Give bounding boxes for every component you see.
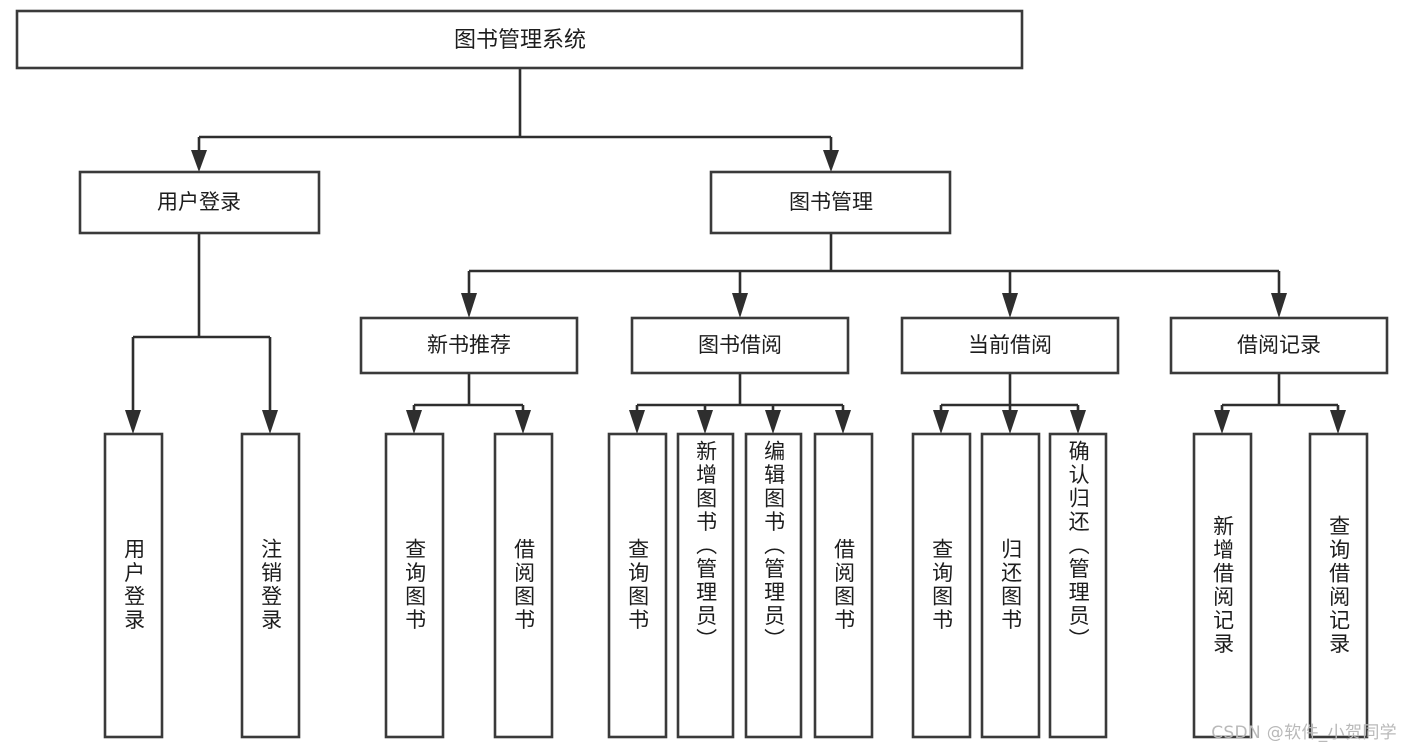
node-root-label: 图书管理系统: [454, 28, 586, 53]
node-leaf-1-box[interactable]: [103, 432, 164, 739]
arrowhead-leaf-1: [125, 410, 141, 434]
arrowhead-book-borrow: [732, 293, 748, 318]
node-user-login-label: 用户登录: [157, 190, 241, 214]
node-new-book-rec-label: 新书推荐: [427, 333, 511, 357]
node-book-manage-label: 图书管理: [789, 190, 873, 214]
node-leaf-6-box[interactable]: [676, 432, 735, 739]
arrowhead-leaf-9: [933, 410, 949, 434]
node-borrow-record-label: 借阅记录: [1237, 333, 1321, 357]
arrowhead-user-login: [191, 150, 207, 172]
node-root[interactable]: 图书管理系统: [15, 9, 1024, 70]
node-book-borrow-label: 图书借阅: [698, 333, 782, 357]
node-leaf-3-box[interactable]: [384, 432, 445, 739]
node-leaf-12-box[interactable]: [1192, 432, 1253, 739]
arrowhead-leaf-3: [406, 410, 422, 434]
connectors: [125, 68, 1346, 434]
node-leaf-8-box[interactable]: [813, 432, 874, 739]
arrowhead-borrow-record: [1271, 293, 1287, 318]
node-current-borrow-label: 当前借阅: [968, 333, 1052, 357]
node-book-manage-box[interactable]: [709, 170, 952, 235]
node-leaf-5-box[interactable]: [607, 432, 668, 739]
arrowhead-leaf-5: [629, 410, 645, 434]
node-current-borrow[interactable]: 当前借阅: [900, 316, 1120, 375]
node-leaf-2-box[interactable]: [240, 432, 301, 739]
arrowhead-leaf-12: [1214, 410, 1230, 434]
node-leaf-4-box[interactable]: [493, 432, 554, 739]
arrowhead-leaf-4: [515, 410, 531, 434]
node-leaf-13-box[interactable]: [1308, 432, 1369, 739]
leaf-boxes: [103, 432, 1369, 739]
arrowhead-leaf-2: [262, 410, 278, 434]
node-book-manage[interactable]: 图书管理: [709, 170, 952, 235]
arrowhead-leaf-13: [1330, 410, 1346, 434]
node-book-borrow[interactable]: 图书借阅: [630, 316, 850, 375]
arrowhead-book-manage: [823, 150, 839, 172]
node-leaf-10-box[interactable]: [980, 432, 1041, 739]
arrowhead-new-book-rec: [461, 293, 477, 318]
node-borrow-record[interactable]: 借阅记录: [1169, 316, 1389, 375]
node-leaf-11-box[interactable]: [1048, 432, 1108, 739]
arrowhead-leaf-10: [1002, 410, 1018, 434]
node-borrow-record-box[interactable]: [1169, 316, 1389, 375]
node-new-book-rec-box[interactable]: [359, 316, 579, 375]
node-user-login[interactable]: 用户登录: [78, 170, 321, 235]
arrowhead-leaf-8: [835, 410, 851, 434]
arrowhead-current-borrow: [1002, 293, 1018, 318]
arrowhead-leaf-11: [1070, 410, 1086, 434]
node-leaf-7-box[interactable]: [744, 432, 803, 739]
node-user-login-box[interactable]: [78, 170, 321, 235]
node-leaf-9-box[interactable]: [911, 432, 972, 739]
node-new-book-rec[interactable]: 新书推荐: [359, 316, 579, 375]
node-current-borrow-box[interactable]: [900, 316, 1120, 375]
arrowhead-leaf-7: [765, 410, 781, 434]
arrowhead-leaf-6: [697, 410, 713, 434]
csdn-watermark: CSDN @软件_小贺同学: [1211, 723, 1397, 743]
node-root-box[interactable]: [15, 9, 1024, 70]
node-book-borrow-box[interactable]: [630, 316, 850, 375]
